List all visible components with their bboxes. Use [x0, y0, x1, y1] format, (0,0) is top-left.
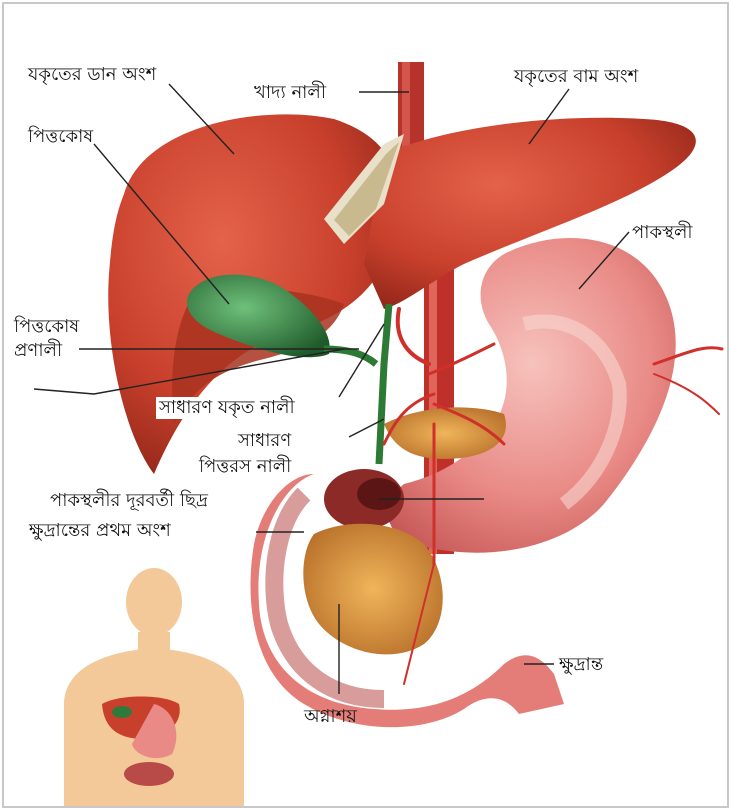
label-gallbladder: পিত্তকোষ	[28, 126, 93, 148]
label-stomach: পাকস্থলী	[632, 222, 693, 244]
label-common-bile-duct-line2: পিত্তরস নালী	[196, 456, 294, 478]
label-pancreas: অগ্নাশয়	[304, 706, 357, 728]
label-duodenum: ক্ষুদ্রান্তের প্রথম অংশ	[26, 520, 174, 542]
label-cystic-duct-line1: পিত্তকোষ	[14, 316, 79, 338]
label-common-hepatic-duct: সাধারণ যকৃত নালী	[156, 397, 298, 419]
label-liver-left: যকৃতের বাম অংশ	[514, 66, 638, 88]
label-small-intestine: ক্ষুদ্রান্ত	[559, 654, 603, 676]
anatomy-illustration	[4, 4, 727, 806]
pancreas-shape	[303, 524, 442, 655]
label-cystic-duct-line2: প্রণালী	[14, 340, 62, 362]
label-pylorus: পাকস্থলীর দূরবর্তী ছিদ্র	[47, 490, 211, 512]
human-silhouette-inset	[64, 568, 244, 806]
label-esophagus: খাদ্য নালী	[254, 82, 326, 104]
label-common-bile-duct-line1: সাধারণ	[235, 430, 294, 452]
label-liver-right: যকৃতের ডান অংশ	[28, 64, 156, 86]
